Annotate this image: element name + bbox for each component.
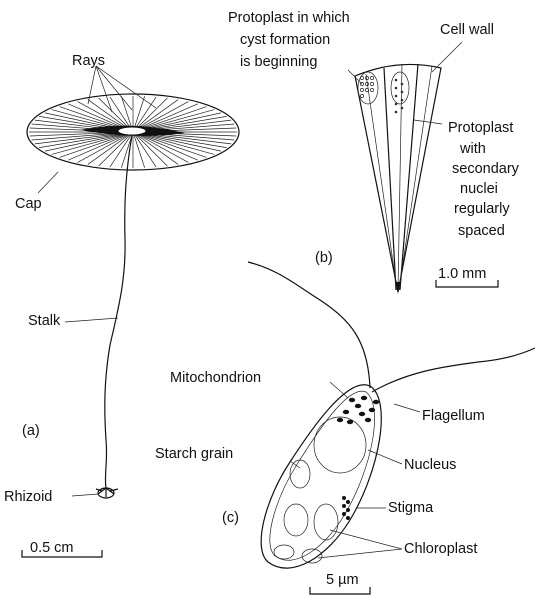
panel-a: Rays Cap Stalk (a) Rhizoid 0.5 cm [4, 53, 239, 557]
nucleus-label: Nucleus [404, 457, 456, 473]
rhizoid-illustration [96, 488, 118, 498]
cell-wall-label: Cell wall [440, 22, 494, 38]
panel-a-label: (a) [22, 423, 40, 439]
cap-label: Cap [15, 196, 42, 212]
protoplast-nuclei-label: Protoplast with secondary nuclei regular… [448, 120, 523, 239]
starch-grain-label: Starch grain [155, 446, 233, 462]
protoplast-cyst-label: Protoplast in which cyst formation is be… [228, 10, 354, 70]
panel-c-label: (c) [222, 510, 239, 526]
flagellum-label: Flagellum [422, 408, 485, 424]
panel-b-label: (b) [315, 250, 333, 266]
panel-c: Mitochondrion Flagellum Starch grain Nuc… [155, 262, 535, 594]
cell-illustration [248, 262, 535, 568]
scale-bar-a: 0.5 cm [22, 540, 102, 557]
rays-label: Rays [72, 53, 105, 69]
rhizoid-label: Rhizoid [4, 489, 52, 505]
stalk-illustration [105, 135, 132, 488]
scale-bar-c-label: 5 µm [326, 572, 359, 588]
scale-bar-c: 5 µm [310, 572, 370, 594]
sector-illustration [355, 64, 441, 294]
mitochondrion-label: Mitochondrion [170, 370, 261, 386]
panel-b: Protoplast in which cyst formation is be… [228, 10, 523, 294]
chloroplast-label: Chloroplast [404, 541, 477, 557]
cap-illustration [27, 94, 239, 170]
pointer-lines-b [348, 42, 462, 124]
stalk-label: Stalk [28, 313, 61, 329]
scale-bar-b: 1.0 mm [436, 266, 498, 287]
scale-bar-b-label: 1.0 mm [438, 266, 486, 282]
scale-bar-a-label: 0.5 cm [30, 540, 74, 556]
stigma-label: Stigma [388, 500, 434, 516]
